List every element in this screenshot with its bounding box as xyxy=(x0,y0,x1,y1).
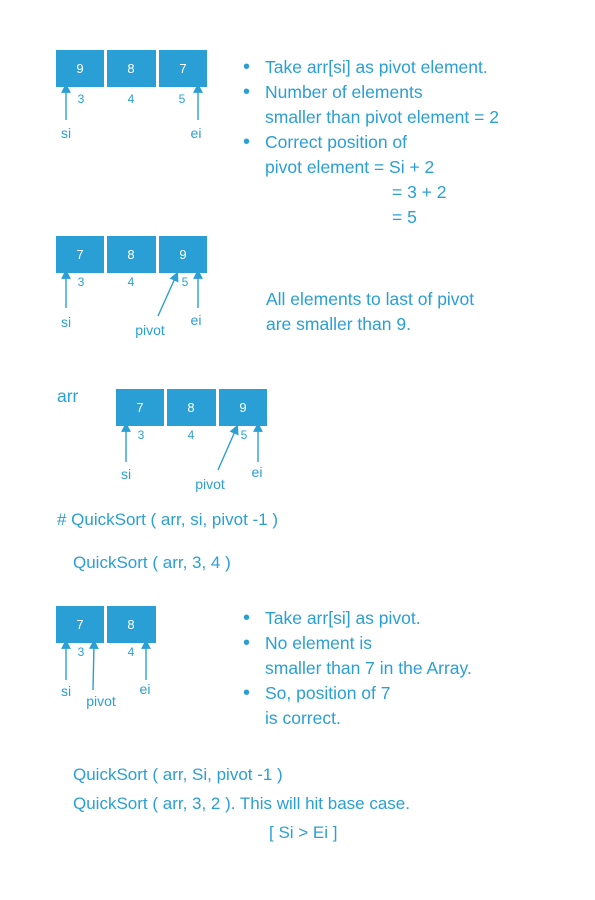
call-text: QuickSort ( arr, 3, 4 ) xyxy=(73,553,231,572)
ei-label: ei xyxy=(191,125,202,141)
cell-value: 9 xyxy=(179,247,186,262)
array-cell xyxy=(56,50,104,87)
array-cell xyxy=(159,50,207,87)
bullet-item: • Correct position of pivot element = Si… xyxy=(241,130,499,180)
calc-line: = 3 + 2 xyxy=(392,182,447,202)
bullet-dot: • xyxy=(243,632,251,654)
index-label: 5 xyxy=(241,428,248,442)
ei-label: ei xyxy=(140,681,151,697)
bullet-text: pivot element = Si + 2 xyxy=(265,157,435,177)
note-line: All elements to last of pivot xyxy=(266,289,475,309)
index-label: 4 xyxy=(128,645,135,659)
bullet-dot: • xyxy=(243,682,251,704)
cell-value: 8 xyxy=(187,400,194,415)
array-cell xyxy=(56,236,104,273)
cell-value: 9 xyxy=(76,61,83,76)
index-label: 3 xyxy=(78,645,85,659)
array-cell xyxy=(107,606,156,643)
index-label: 3 xyxy=(78,92,85,106)
pivot-label: pivot xyxy=(195,476,225,492)
step4-bullet-list: • Take arr[si] as pivot. • No element is… xyxy=(241,606,472,731)
cell-value: 7 xyxy=(136,400,143,415)
pivot-arrow xyxy=(88,639,99,691)
bullet-item: • Take arr[si] as pivot. xyxy=(241,606,472,631)
pivot-label: pivot xyxy=(86,693,116,709)
base-case-condition: [ Si > Ei ] xyxy=(269,823,338,842)
cell-value: 7 xyxy=(179,61,186,76)
bullet-item: • Number of elements smaller than pivot … xyxy=(241,80,499,130)
si-label: si xyxy=(61,125,71,141)
calc-line: = 5 xyxy=(392,207,417,227)
ei-label: ei xyxy=(191,312,202,328)
final-call: QuickSort ( arr, Si, pivot -1 ) xyxy=(73,765,283,784)
step1-bullet-list: • Take arr[si] as pivot element. • Numbe… xyxy=(241,55,499,180)
pivot-label: pivot xyxy=(135,322,165,338)
si-label: si xyxy=(61,683,71,699)
cell-value: 8 xyxy=(127,247,134,262)
cell-value: 9 xyxy=(239,400,246,415)
index-label: 4 xyxy=(188,428,195,442)
array-cell xyxy=(56,606,104,643)
index-label: 4 xyxy=(128,275,135,289)
array-cell xyxy=(107,236,156,273)
cell-value: 7 xyxy=(76,247,83,262)
bullet-text: is correct. xyxy=(265,708,341,728)
bullet-dot: • xyxy=(243,56,251,78)
array-cell xyxy=(159,236,207,273)
index-label: 3 xyxy=(138,428,145,442)
bullet-text: Correct position of xyxy=(265,132,408,152)
bullet-item: • No element is smaller than 7 in the Ar… xyxy=(241,631,472,681)
bullet-text: smaller than pivot element = 2 xyxy=(265,107,499,127)
index-label: 4 xyxy=(128,92,135,106)
cell-value: 7 xyxy=(76,617,83,632)
index-label: 5 xyxy=(179,92,186,106)
bullet-text: Take arr[si] as pivot. xyxy=(265,608,421,628)
ei-label: ei xyxy=(252,464,263,480)
array-cell xyxy=(107,50,156,87)
array-cell xyxy=(219,389,267,426)
pivot-arrow xyxy=(157,271,179,317)
step3-array: 7 8 9 3 4 5 si pivot ei xyxy=(116,389,267,492)
step1-array: 9 8 7 3 4 5 si ei xyxy=(56,50,207,141)
bullet-item: • Take arr[si] as pivot element. xyxy=(241,55,499,80)
bullet-item: • So, position of 7 is correct. xyxy=(241,681,472,731)
array-cell xyxy=(167,389,216,426)
array-cell xyxy=(116,389,164,426)
cell-value: 8 xyxy=(127,61,134,76)
note-line: are smaller than 9. xyxy=(266,314,411,334)
bullet-text: smaller than 7 in the Array. xyxy=(265,658,472,678)
bullet-dot: • xyxy=(243,131,251,153)
si-label: si xyxy=(61,314,71,330)
pivot-arrow xyxy=(217,424,239,471)
final-call: QuickSort ( arr, 3, 2 ). This will hit b… xyxy=(73,794,410,813)
bullet-text: No element is xyxy=(265,633,372,653)
arr-label: arr xyxy=(57,386,79,406)
index-label: 3 xyxy=(78,275,85,289)
step4-array: 7 8 3 4 si pivot ei xyxy=(56,606,156,709)
step2-array: 7 8 9 3 4 5 si pivot ei xyxy=(56,236,207,338)
bullet-text: Number of elements xyxy=(265,82,423,102)
call-comment: # QuickSort ( arr, si, pivot -1 ) xyxy=(57,510,279,529)
bullet-dot: • xyxy=(243,81,251,103)
cell-value: 8 xyxy=(127,617,134,632)
si-label: si xyxy=(121,466,131,482)
bullet-text: Take arr[si] as pivot element. xyxy=(265,57,488,77)
bullet-dot: • xyxy=(243,607,251,629)
index-label: 5 xyxy=(182,275,189,289)
bullet-text: So, position of 7 xyxy=(265,683,391,703)
